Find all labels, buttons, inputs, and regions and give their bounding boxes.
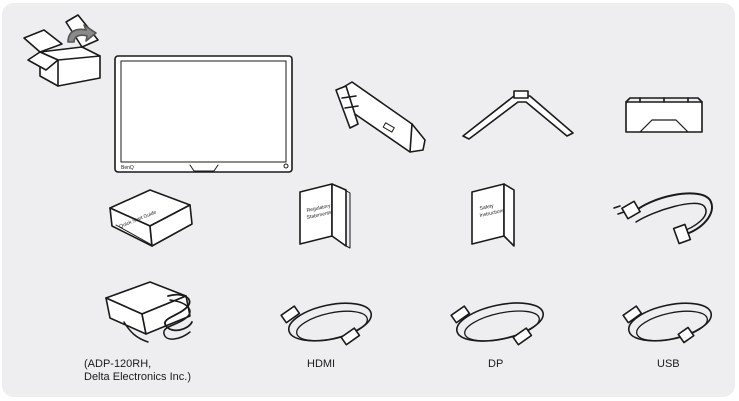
regulatory-statements-icon (299, 183, 351, 249)
power-adapter-caption-line1: (ADP-120RH, (84, 358, 152, 370)
dp-cable-icon (450, 302, 544, 346)
power-adapter-caption-line2: Delta Electronics Inc.) (84, 371, 191, 383)
regulatory-label-line2: Statements (306, 210, 332, 221)
usb-caption: USB (657, 358, 680, 370)
monitor-icon (114, 55, 293, 173)
quick-start-guide-icon (109, 189, 193, 247)
safety-label-line2: Instructions (479, 208, 506, 219)
dp-caption: DP (488, 358, 504, 370)
hdmi-cable-icon (280, 302, 373, 346)
stand-arm-icon (335, 81, 426, 153)
open-box-icon (23, 14, 101, 87)
safety-instructions-icon (471, 183, 515, 247)
hdmi-caption: HDMI (307, 358, 336, 370)
power-adapter-icon (105, 281, 193, 343)
power-cord-icon (613, 192, 713, 245)
safety-label-line1: Safety (479, 203, 495, 212)
cable-cover-icon (625, 97, 703, 133)
power-adapter-caption: (ADP-120RH, Delta Electronics Inc.) (84, 358, 191, 384)
monitor-logo: BenQ (121, 165, 134, 171)
stand-base-icon (462, 90, 574, 140)
usb-cable-icon (622, 302, 713, 344)
regulatory-label-line1: Regulatory (306, 203, 331, 214)
